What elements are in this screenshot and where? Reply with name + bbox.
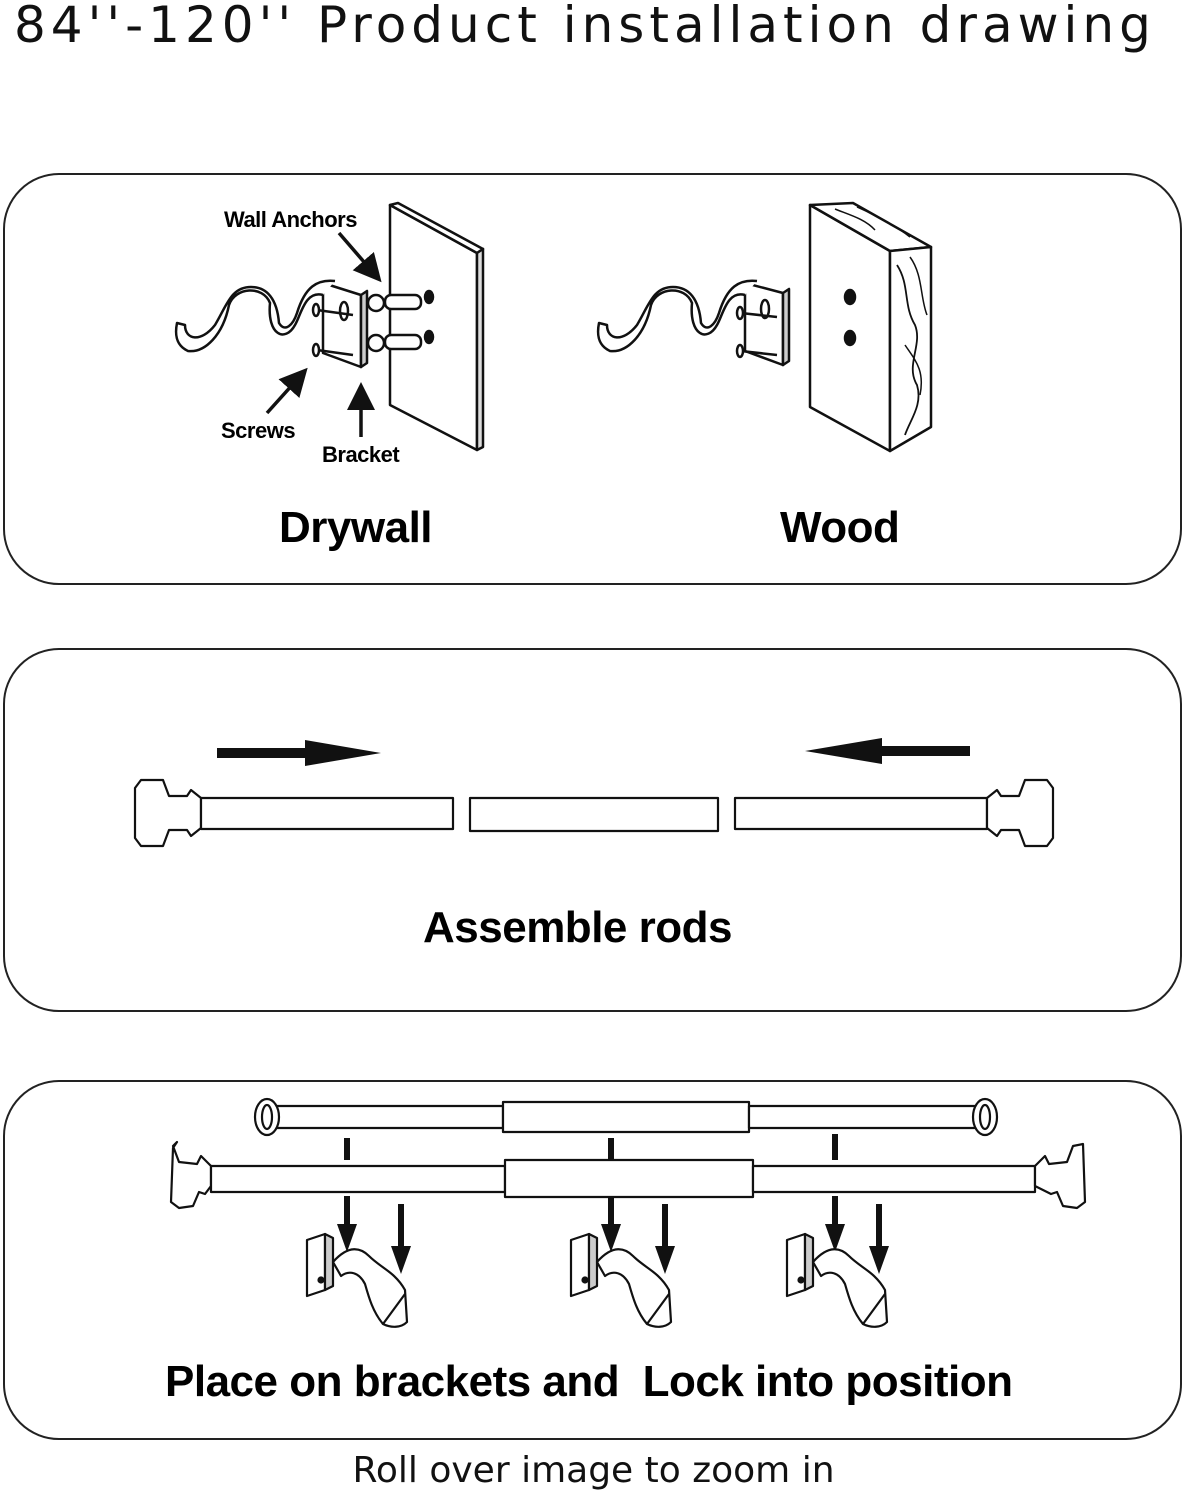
assemble-rods-label: Assemble rods [423, 903, 732, 952]
mounting-panel: Wall Anchors Screws Bracket Drywall Wood [3, 173, 1182, 585]
drywall-bracket-plate [321, 281, 369, 369]
push-left-arrow [805, 738, 970, 764]
right-rod-section [733, 796, 989, 831]
wood-board [808, 201, 933, 453]
screws-arrow [265, 367, 308, 415]
mounting-illustration [174, 201, 933, 453]
assemble-panel: Assemble rods [3, 648, 1182, 1012]
bracket-label: Bracket [322, 442, 400, 467]
down-arrows [337, 1134, 889, 1274]
center-rod-section [468, 796, 720, 833]
drywall-bracket-hook [174, 279, 336, 353]
wall-anchors-arrow [337, 231, 382, 283]
left-finial [133, 778, 203, 848]
place-panel: Place on brackets and Lock into position [3, 1080, 1182, 1440]
page-title: 84''-120'' Product installation drawing [14, 0, 1156, 54]
wood-bracket-hook [596, 279, 758, 353]
front-rod [253, 1097, 999, 1137]
wall-anchors-label: Wall Anchors [224, 207, 357, 232]
push-right-arrow [217, 740, 381, 766]
place-lock-label: Place on brackets and Lock into position [165, 1357, 1013, 1406]
wall-anchors [366, 293, 423, 353]
place-illustration [169, 1097, 1087, 1328]
drywall-board [388, 201, 485, 452]
wood-bracket-plate [735, 281, 791, 367]
right-finial [985, 778, 1055, 848]
bracket-right [785, 1232, 889, 1328]
bracket-middle [569, 1232, 673, 1328]
wood-label: Wood [780, 503, 900, 552]
drywall-screws [311, 302, 354, 358]
back-rod [169, 1140, 1087, 1210]
zoom-hint: Roll over image to zoom in [352, 1450, 835, 1491]
assemble-illustration [133, 738, 1055, 848]
bracket-left [305, 1232, 409, 1328]
screws-label: Screws [221, 418, 296, 443]
left-rod-section [199, 796, 455, 831]
drywall-label: Drywall [279, 503, 433, 552]
